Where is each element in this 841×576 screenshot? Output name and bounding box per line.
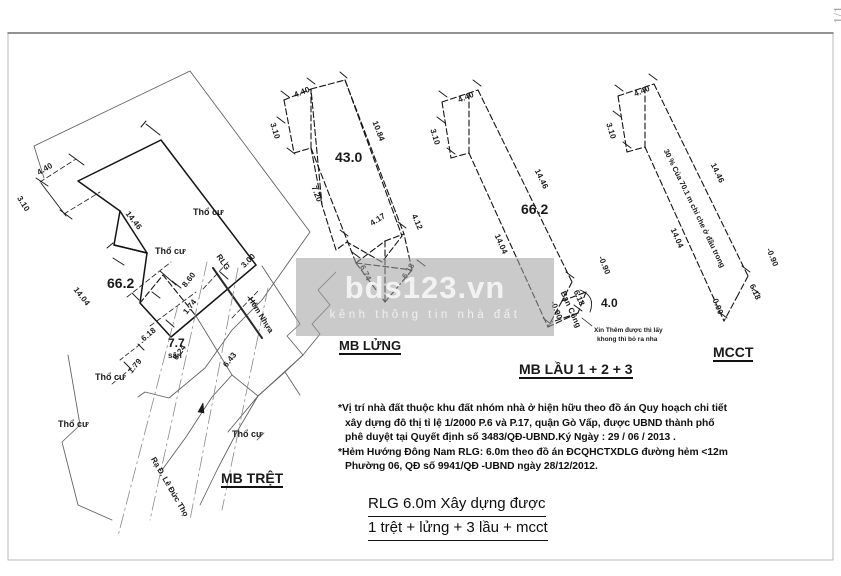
note-line-1: *Vị trí nhà đất thuộc khu đất nhóm nhà ở… bbox=[338, 403, 727, 414]
note-line-3: phê duyệt tại Quyết định số 3483/QĐ-UBND… bbox=[345, 432, 676, 444]
land-use-label-4: Thổ cư bbox=[58, 419, 89, 429]
floors-area-value: 66.2 bbox=[521, 201, 549, 217]
mezzanine-area-value: 43.0 bbox=[335, 149, 363, 165]
land-use-label-3: Thổ cư bbox=[95, 372, 126, 382]
plan-title-floors: MB LẦU 1 + 2 + 3 bbox=[519, 361, 633, 379]
floors-note-line2: khong thì bỏ ra nha bbox=[597, 336, 658, 343]
page-number: 1/1 bbox=[832, 6, 841, 24]
build-summary: RLG 6.0m Xây dựng được 1 trệt + lửng + 3… bbox=[368, 493, 548, 541]
land-use-label-1: Thổ cư bbox=[193, 207, 224, 217]
land-use-label-2: Thổ cư bbox=[155, 246, 186, 256]
ground-yard-area-value: 7.7 bbox=[168, 336, 185, 350]
plan-title-ground: MB TRỆT bbox=[221, 470, 284, 488]
note-line-2: xây dựng đô thị tỉ lệ 1/2000 P.6 và P.17… bbox=[345, 417, 715, 429]
ground-yard-label: sân bbox=[168, 351, 182, 360]
floors-balcony-area-value: 4.0 bbox=[601, 296, 618, 310]
ground-area-value: 66.2 bbox=[107, 275, 135, 291]
summary-line-1: RLG 6.0m Xây dựng được bbox=[368, 493, 546, 517]
note-line-4: *Hẻm Hướng Đông Nam RLG: 6.0m theo đồ án… bbox=[338, 446, 728, 458]
plan-title-roof: MCCT bbox=[713, 344, 754, 362]
sheet-border bbox=[7, 32, 834, 561]
summary-line-2: 1 trệt + lửng + 3 lầu + mcct bbox=[368, 517, 548, 541]
land-use-label-5: Thổ cư bbox=[232, 429, 263, 439]
floors-note-line1: Xin Thêm được thì lấy bbox=[594, 327, 663, 334]
planning-notes: *Vị trí nhà đất thuộc khu đất nhóm nhà ở… bbox=[338, 402, 818, 475]
note-line-5: Phường 06, QĐ số 9941/QĐ -UBND ngày 28/1… bbox=[345, 461, 598, 473]
plan-title-mezzanine: MB LỬNG bbox=[339, 338, 402, 355]
